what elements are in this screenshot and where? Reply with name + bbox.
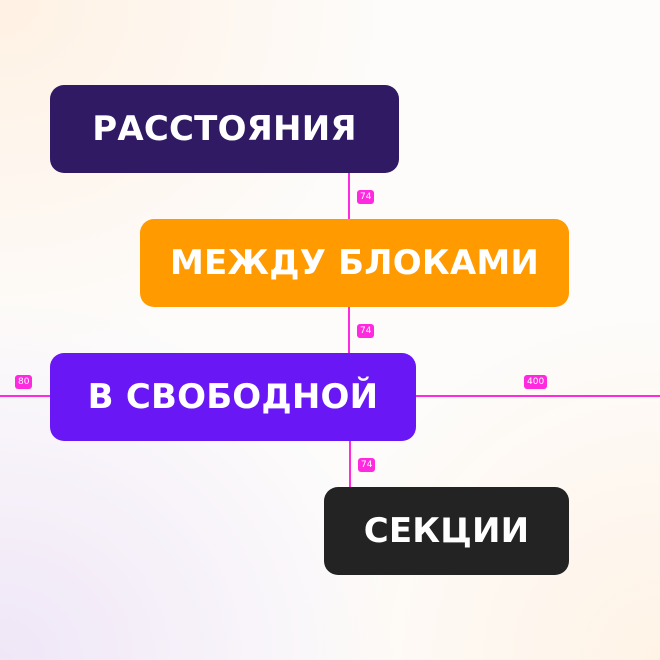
- right-offset-measure: 400: [524, 375, 548, 389]
- block-v-svobodnoy: В СВОБОДНОЙ: [50, 353, 416, 441]
- block-sektsii: СЕКЦИИ: [324, 487, 569, 575]
- block-rasstoyaniya: РАССТОЯНИЯ: [50, 85, 399, 173]
- left-offset-measure: 80: [15, 375, 33, 389]
- guide-line-gap-3: [349, 440, 351, 488]
- block-mezhdu-blokami: МЕЖДУ БЛОКАМИ: [140, 219, 569, 307]
- block-label: РАССТОЯНИЯ: [92, 109, 357, 149]
- block-label: МЕЖДУ БЛОКАМИ: [169, 243, 540, 283]
- block-label: СЕКЦИИ: [363, 511, 530, 551]
- gap-measure-1: 74: [357, 190, 375, 204]
- guide-line-right: [416, 395, 660, 397]
- guide-line-left: [0, 395, 50, 397]
- block-label: В СВОБОДНОЙ: [87, 377, 379, 417]
- gap-measure-2: 74: [357, 324, 375, 338]
- guide-line-gap-1: [348, 172, 350, 220]
- gap-measure-3: 74: [358, 458, 376, 472]
- guide-line-gap-2: [348, 306, 350, 354]
